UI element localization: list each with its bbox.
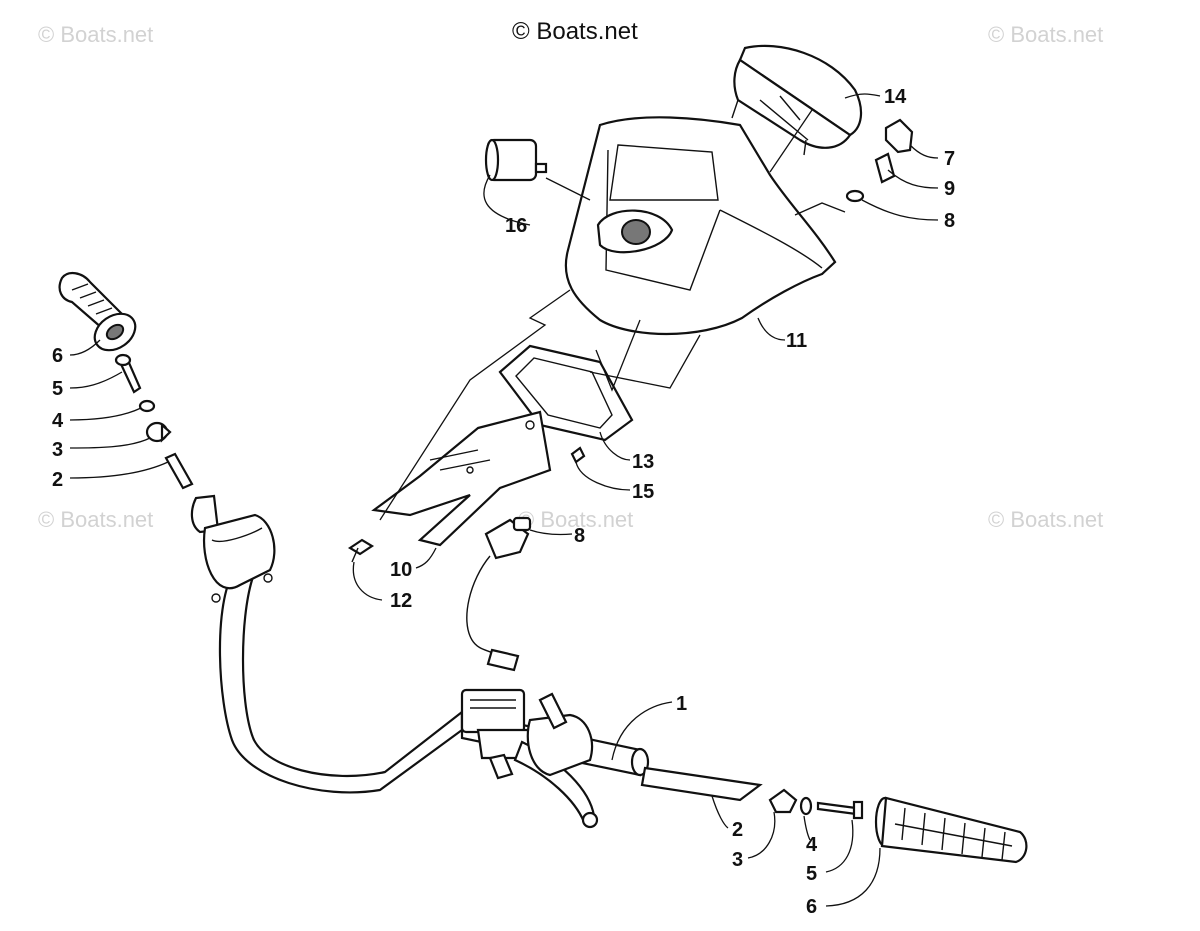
- leader-line: [415, 547, 437, 569]
- leader-line: [747, 811, 776, 859]
- assembly-line: [769, 109, 813, 173]
- right-insert[interactable]: [640, 766, 763, 802]
- callout-12: 12: [390, 590, 412, 612]
- callout-1: 1: [676, 693, 687, 715]
- callout-15: 15: [632, 481, 654, 503]
- left-insert[interactable]: [164, 452, 194, 490]
- right-bar-end[interactable]: [768, 788, 798, 814]
- left-bar-end[interactable]: [145, 421, 172, 443]
- leader-line: [69, 371, 123, 389]
- callout-9: 9: [944, 178, 955, 200]
- callout-2-left: 2: [52, 469, 63, 491]
- switch-knob[interactable]: [884, 118, 914, 154]
- hour-meter[interactable]: [484, 138, 674, 254]
- indicator-light[interactable]: [466, 516, 532, 672]
- leader-line: [757, 317, 786, 341]
- callout-4-right: 4: [806, 834, 818, 856]
- leader-line: [69, 437, 151, 449]
- callout-8-upper: 8: [944, 210, 955, 232]
- left-bolt[interactable]: [114, 353, 142, 394]
- callout-5-left: 5: [52, 378, 63, 400]
- left-switch-housing[interactable]: [190, 494, 276, 603]
- right-grip[interactable]: [874, 796, 1028, 864]
- speedometer-gauge[interactable]: [731, 44, 863, 156]
- key-switch[interactable]: [874, 152, 896, 184]
- throttle-housing[interactable]: [526, 692, 594, 777]
- leader-line: [861, 199, 939, 221]
- callout-3-right: 3: [732, 849, 743, 871]
- callout-3-left: 3: [52, 439, 63, 461]
- watermark: © Boats.net: [38, 22, 154, 47]
- watermark: © Boats.net: [38, 507, 154, 532]
- left-washer[interactable]: [138, 399, 156, 413]
- leader-line: [69, 339, 101, 356]
- leader-line: [599, 431, 631, 461]
- assembly-line: [379, 289, 571, 521]
- callout-2-right: 2: [732, 819, 743, 841]
- callout-6-left: 6: [52, 345, 63, 367]
- leader-line: [803, 815, 811, 841]
- leader-line: [844, 93, 881, 99]
- callout-13: 13: [632, 451, 654, 473]
- leader-line: [483, 174, 531, 226]
- leader-line: [69, 407, 142, 421]
- leader-line: [909, 144, 939, 159]
- leader-line: [529, 529, 573, 536]
- leader-line: [825, 847, 881, 907]
- callout-16: 16: [505, 215, 527, 237]
- leader-line: [575, 461, 631, 491]
- left-grip[interactable]: [58, 272, 143, 358]
- leader-line: [352, 561, 383, 601]
- right-washer[interactable]: [799, 796, 813, 816]
- watermark: © Boats.net: [988, 22, 1104, 47]
- switch-nut[interactable]: [845, 189, 865, 203]
- callout-7: 7: [944, 148, 955, 170]
- assembly-line: [595, 319, 641, 392]
- callout-11: 11: [786, 330, 807, 352]
- callout-6-right: 6: [806, 896, 817, 918]
- leader-line: [711, 795, 729, 829]
- watermark: © Boats.net: [988, 507, 1104, 532]
- callout-4-left: 4: [52, 410, 64, 432]
- callout-14: 14: [884, 86, 907, 108]
- screw-12[interactable]: [347, 538, 375, 563]
- callout-5-right: 5: [806, 863, 817, 885]
- watermark: © Boats.net: [518, 507, 634, 532]
- leader-line: [611, 701, 673, 761]
- assembly-line: [545, 177, 591, 201]
- callout-10: 10: [390, 559, 412, 581]
- leader-line: [69, 461, 169, 479]
- leader-line: [825, 819, 854, 873]
- instrument-pod[interactable]: [564, 116, 837, 336]
- assembly-line: [794, 202, 846, 216]
- screw-15[interactable]: [570, 446, 586, 464]
- copyright-text: © Boats.net: [512, 18, 638, 45]
- callout-8-lower: 8: [574, 525, 585, 547]
- mounting-bracket[interactable]: [371, 410, 552, 547]
- leader-line: [887, 169, 939, 189]
- right-bolt[interactable]: [816, 800, 864, 820]
